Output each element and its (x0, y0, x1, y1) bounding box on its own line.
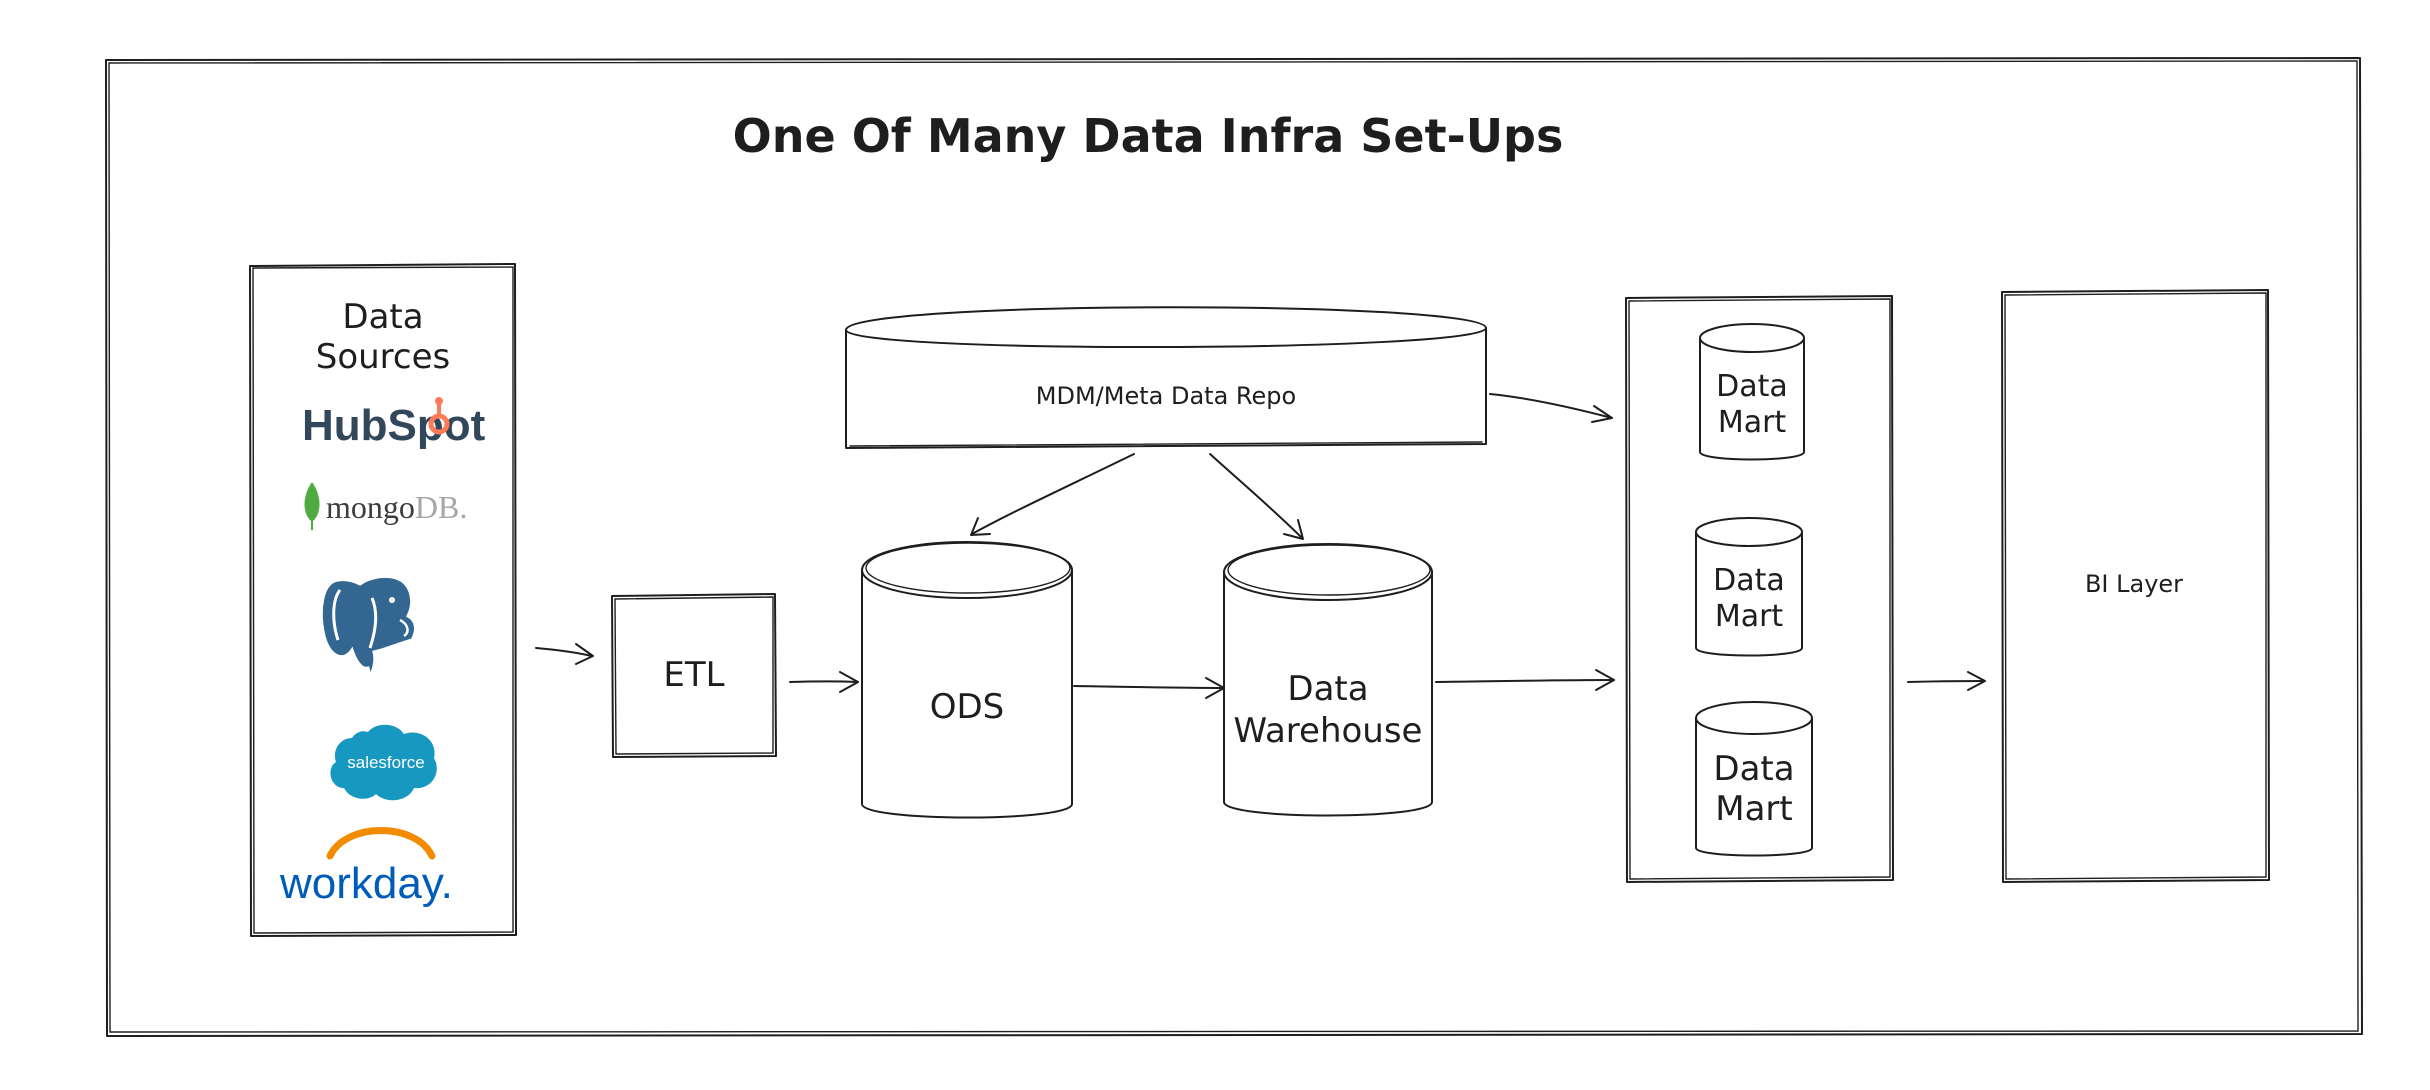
arrow-data-marts-to-bi (1907, 671, 1986, 691)
outer-frame (105, 57, 2363, 1037)
workday-arc-icon: workday. (279, 827, 453, 908)
salesforce-logo-text: salesforce (347, 753, 424, 772)
workday-logo-text: workday. (279, 859, 453, 908)
data-sources-heading-line2: Sources (316, 337, 451, 377)
data-mart-cylinder: Data Mart (1699, 323, 1805, 461)
data-sources-panel: Data Sources HubSpot mongoDB. salesforce (249, 263, 517, 937)
data-warehouse-label-line2: Warehouse (1234, 711, 1423, 751)
data-warehouse-cylinder: Data Warehouse (1223, 543, 1433, 817)
ods-label: ODS (930, 687, 1005, 727)
etl-label: ETL (663, 655, 724, 695)
salesforce-cloud-icon: salesforce (330, 724, 437, 801)
hubspot-icon: HubSpot (302, 397, 486, 450)
etl-box: ETL (611, 593, 777, 758)
mongodb-leaf-icon: mongoDB. (304, 482, 467, 530)
data-sources-heading-line1: Data (342, 297, 423, 337)
mdm-label: MDM/Meta Data Repo (1036, 382, 1296, 410)
bi-layer-box: BI Layer (2001, 289, 2270, 883)
bi-layer-label: BI Layer (2085, 570, 2183, 598)
data-mart-cylinder: Data Mart (1695, 517, 1803, 657)
mongodb-logo-suffix: DB. (415, 489, 467, 525)
mdm-meta-data-repo: MDM/Meta Data Repo (845, 306, 1487, 449)
arrow-mdm-to-ods (970, 453, 1135, 536)
arrow-warehouse-to-data-marts (1435, 669, 1615, 691)
data-mart-label-line2: Mart (1715, 599, 1784, 634)
data-mart-cylinder: Data Mart (1695, 701, 1813, 857)
arrow-sources-to-etl (535, 643, 594, 665)
data-mart-label-line1: Data (1713, 749, 1794, 789)
data-mart-label-line2: Mart (1718, 405, 1787, 440)
data-mart-label-line2: Mart (1715, 789, 1792, 829)
arrow-mdm-to-data-marts (1489, 393, 1613, 423)
data-marts-panel: Data Mart Data Mart Data Mart (1625, 295, 1894, 883)
arrow-mdm-to-warehouse (1209, 453, 1304, 540)
arrow-etl-to-ods (789, 671, 859, 693)
mongodb-logo-text: mongoDB. (326, 489, 467, 525)
postgresql-elephant-icon (319, 574, 417, 680)
data-warehouse-label-line1: Data (1287, 669, 1368, 709)
data-mart-label-line1: Data (1716, 369, 1788, 404)
data-mart-label-line1: Data (1713, 563, 1785, 598)
arrow-ods-to-warehouse (1073, 677, 1225, 699)
ods-cylinder: ODS (861, 541, 1073, 819)
hubspot-logo-text: HubSpot (302, 401, 486, 450)
diagram-title: One Of Many Data Infra Set-Ups (733, 109, 1564, 163)
mongodb-logo-prefix: mongo (326, 489, 415, 525)
